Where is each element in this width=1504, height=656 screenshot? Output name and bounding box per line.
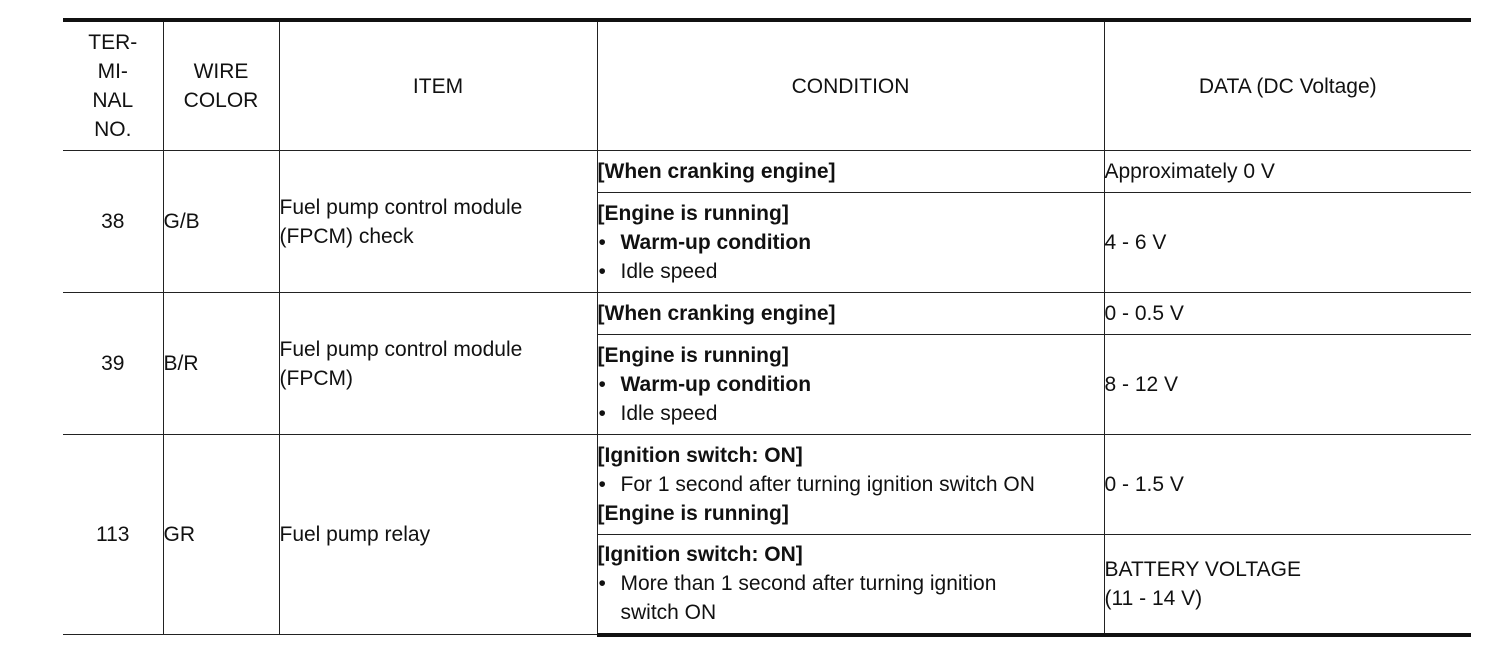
wire-color: B/R — [162, 292, 280, 435]
condition-cell: [When cranking engine] — [596, 150, 1105, 193]
condition-heading: [When cranking engine] — [597, 302, 836, 325]
table-row: 38 G/B Fuel pump control module (FPCM) c… — [63, 150, 1471, 293]
header-terminal-no: TER- MI- NAL NO. — [63, 18, 164, 151]
condition-bullet: Warm-up condition — [598, 370, 1104, 399]
header-data: DATA (DC Voltage) — [1103, 18, 1471, 151]
condition-heading: [When cranking engine] — [597, 160, 836, 183]
terminal-number: 113 — [63, 434, 164, 635]
table-row: [Engine is running] Warm-up condition Id… — [63, 334, 1471, 435]
terminal-number: 38 — [63, 150, 164, 293]
condition-bullet: Warm-up condition — [598, 228, 1104, 257]
condition-bullet: Idle speed — [598, 399, 1104, 428]
condition-heading: [Engine is running] — [597, 502, 789, 525]
condition-bullet: For 1 second after turning ignition swit… — [598, 470, 1104, 499]
table-row: [Ignition switch: ON] More than 1 second… — [63, 534, 1471, 637]
header-item: ITEM — [278, 18, 598, 151]
table-row: [Engine is running] Warm-up condition Id… — [63, 192, 1471, 293]
data-value: Approximately 0 V — [1103, 150, 1471, 193]
condition-heading: [Engine is running] — [597, 344, 789, 367]
data-value: BATTERY VOLTAGE (11 - 14 V) — [1103, 534, 1471, 637]
terminal-number: 39 — [63, 292, 164, 435]
data-value: 0 - 1.5 V — [1103, 434, 1471, 535]
data-value: 8 - 12 V — [1103, 334, 1471, 435]
header-wire-color: WIRE COLOR — [162, 18, 280, 151]
condition-cell: [Ignition switch: ON] For 1 second after… — [596, 434, 1105, 535]
wire-color: G/B — [162, 150, 280, 293]
condition-cell: [Engine is running] Warm-up condition Id… — [596, 192, 1105, 293]
condition-bullet: Idle speed — [598, 257, 1104, 286]
condition-cell: [Engine is running] Warm-up condition Id… — [596, 334, 1105, 435]
header-condition: CONDITION — [596, 18, 1105, 151]
condition-cell: [When cranking engine] — [596, 292, 1105, 335]
table-row: 39 B/R Fuel pump control module (FPCM) [… — [63, 292, 1471, 435]
condition-heading: [Ignition switch: ON] — [597, 543, 803, 567]
condition-heading: [Ignition switch: ON] — [597, 444, 803, 467]
data-value: 4 - 6 V — [1103, 192, 1471, 293]
ecm-terminal-table: TER- MI- NAL NO. WIRE COLOR ITEM CONDITI… — [63, 18, 1471, 637]
condition-heading: [Engine is running] — [597, 202, 789, 225]
wire-color: GR — [162, 434, 280, 635]
item-description: Fuel pump control module (FPCM) — [278, 292, 598, 435]
table-row: 113 GR Fuel pump relay [Ignition switch:… — [63, 434, 1471, 635]
header-row: TER- MI- NAL NO. WIRE COLOR ITEM CONDITI… — [63, 18, 1471, 151]
condition-cell: [Ignition switch: ON] More than 1 second… — [596, 534, 1105, 637]
item-description: Fuel pump relay — [278, 434, 598, 635]
item-description: Fuel pump control module (FPCM) check — [278, 150, 598, 293]
condition-bullet: More than 1 second after turning ignitio… — [598, 569, 1104, 627]
data-value: 0 - 0.5 V — [1103, 292, 1471, 335]
